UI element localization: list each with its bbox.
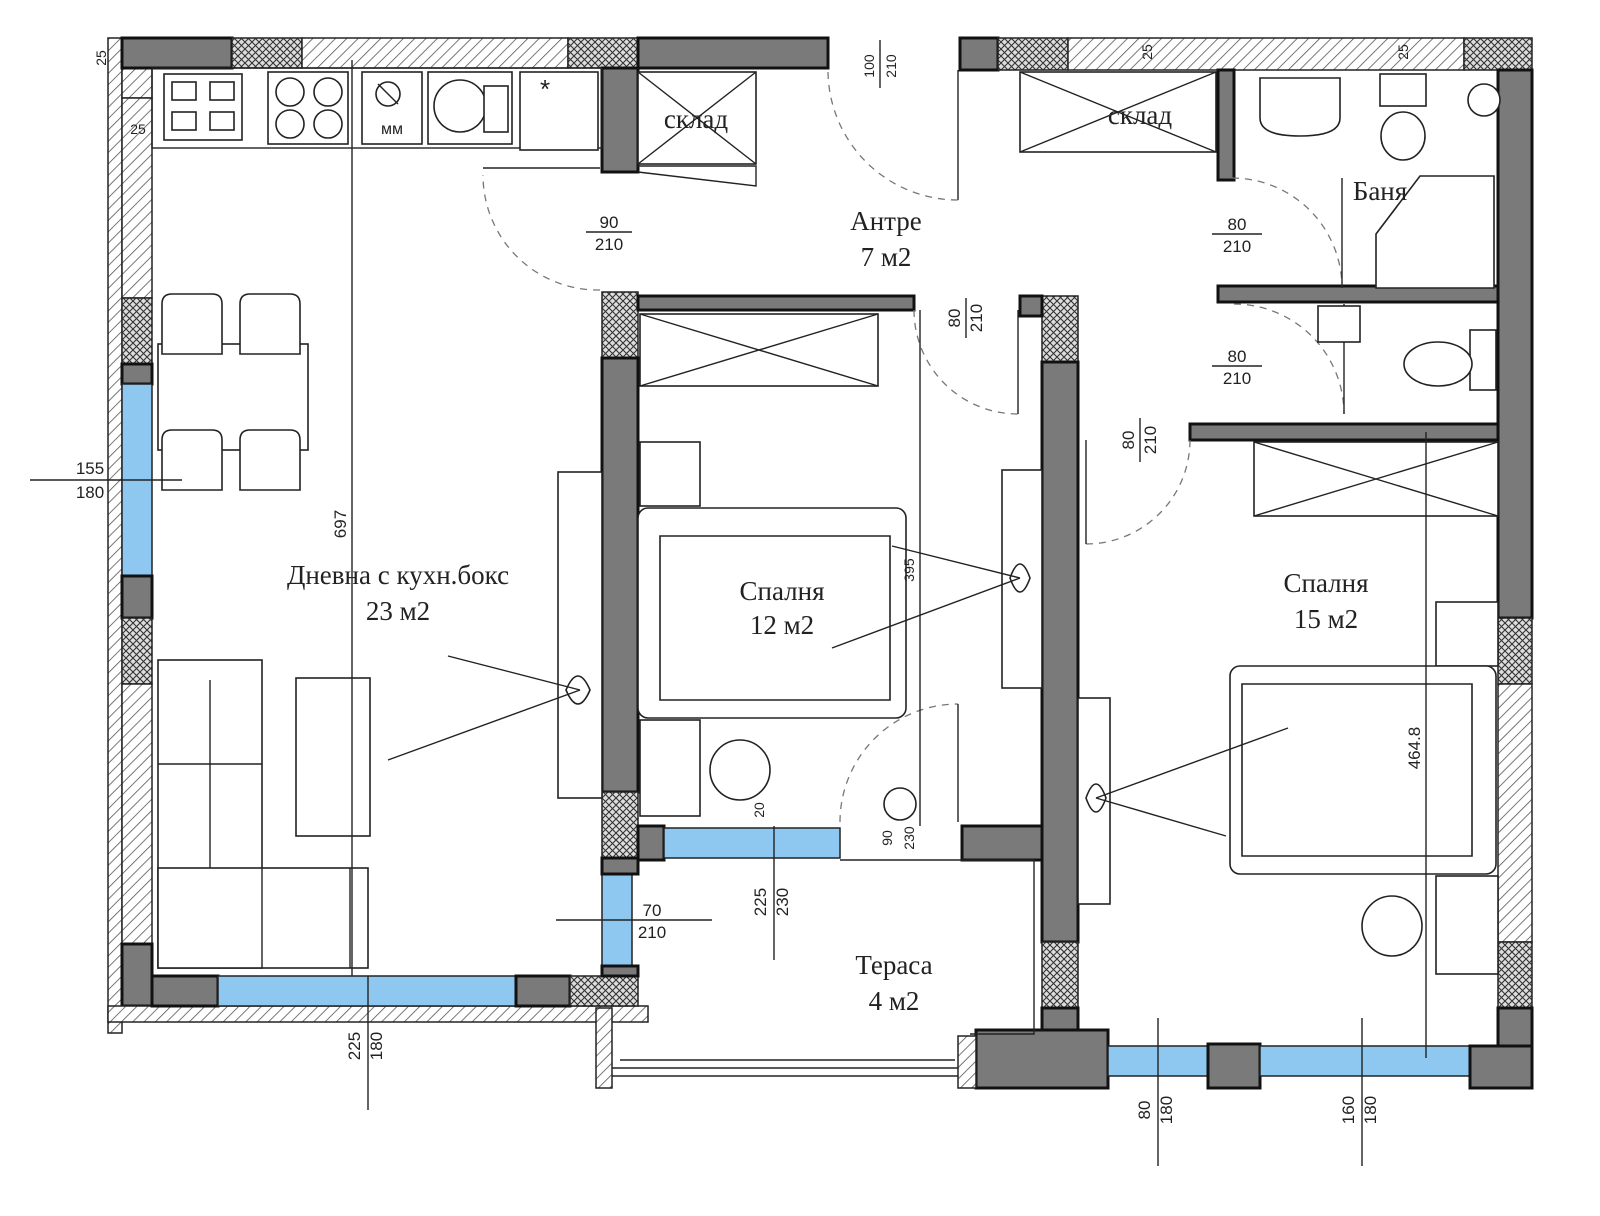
svg-text:210: 210 xyxy=(1223,237,1251,256)
svg-text:80: 80 xyxy=(1228,215,1247,234)
door-dimension-kitchen: 90 210 xyxy=(586,213,632,254)
room-living-area: 23 м2 xyxy=(366,596,430,626)
storage-hall-label: склад xyxy=(664,104,729,134)
dishwasher-label: мм xyxy=(381,121,403,138)
sofa xyxy=(157,659,371,969)
svg-text:180: 180 xyxy=(1157,1096,1176,1124)
dim-sill-20: 20 xyxy=(751,802,767,818)
sink-icon xyxy=(427,71,513,145)
bed1-furniture xyxy=(637,313,917,821)
door-dimension-wc: 80 210 xyxy=(1212,347,1262,388)
external-walls xyxy=(107,36,1534,1090)
room-living-name: Дневна с кухн.бокс xyxy=(287,560,509,590)
door-dimension-bedroom2: 80 210 xyxy=(1119,418,1160,462)
room-hall-area: 7 м2 xyxy=(861,242,912,272)
svg-text:100: 100 xyxy=(861,54,877,78)
dim-bed2-depth: 464.8 xyxy=(1405,727,1424,770)
room-bath-name: Баня xyxy=(1353,176,1407,206)
svg-text:90: 90 xyxy=(600,213,619,232)
svg-text:*: * xyxy=(540,74,550,104)
storage-hall xyxy=(637,71,1217,187)
svg-text:80: 80 xyxy=(1228,347,1247,366)
door-dimension-bedroom1: 80 210 xyxy=(945,298,986,338)
svg-text:160: 160 xyxy=(1339,1096,1358,1124)
door-dimension-terrace-side: 70 210 xyxy=(638,901,666,942)
svg-text:210: 210 xyxy=(883,54,899,78)
svg-text:230: 230 xyxy=(773,888,792,916)
kitchen-counter: мм * xyxy=(151,67,603,151)
svg-text:210: 210 xyxy=(967,304,986,332)
svg-text:210: 210 xyxy=(595,235,623,254)
svg-text:210: 210 xyxy=(1223,369,1251,388)
bed2-furniture xyxy=(1229,441,1499,975)
room-hall-name: Антре xyxy=(850,206,922,236)
room-terrace-name: Тераса xyxy=(855,950,932,980)
svg-text:80: 80 xyxy=(945,309,964,328)
door-dimension-bath: 80 210 xyxy=(1212,215,1262,256)
room-bedroom2-area: 15 м2 xyxy=(1294,604,1358,634)
door-dimension-terrace-b1: 90 230 xyxy=(879,826,917,850)
svg-text:70: 70 xyxy=(643,901,662,920)
cooktop-icon xyxy=(267,71,349,145)
svg-text:180: 180 xyxy=(367,1032,386,1060)
dim-wall-25-b: 25 xyxy=(93,50,109,66)
dim-wall-25-d: 25 xyxy=(1395,44,1411,60)
dim-living-depth: 697 xyxy=(331,510,350,538)
window-dimension-terrace-mid: 225 230 xyxy=(751,888,792,916)
svg-text:225: 225 xyxy=(751,888,770,916)
svg-text:180: 180 xyxy=(76,483,104,502)
svg-text:90: 90 xyxy=(879,830,895,846)
door-swings xyxy=(482,70,1345,823)
svg-text:210: 210 xyxy=(1141,426,1160,454)
room-terrace-area: 4 м2 xyxy=(869,986,920,1016)
door-dimension-entrance: 100 210 xyxy=(861,40,899,88)
dim-wall-25-c: 25 xyxy=(1139,44,1155,60)
terrace-railing xyxy=(595,859,1035,1089)
window-dimension-bed2-right: 160 180 xyxy=(1339,1096,1380,1124)
dining-set xyxy=(157,293,309,491)
room-bedroom1-name: Спалня xyxy=(739,576,824,606)
svg-text:230: 230 xyxy=(901,826,917,850)
storage-bath-label: склад xyxy=(1108,100,1173,130)
dim-wall-25-a: 25 xyxy=(130,121,146,137)
svg-text:80: 80 xyxy=(1119,431,1138,450)
window-dimension-bed2-left: 80 180 xyxy=(1135,1096,1176,1124)
room-bedroom1-area: 12 м2 xyxy=(750,610,814,640)
svg-text:155: 155 xyxy=(76,459,104,478)
dishwasher-icon xyxy=(361,71,423,145)
window-dimension-living-bottom: 225 180 xyxy=(345,1032,386,1060)
svg-text:180: 180 xyxy=(1361,1096,1380,1124)
dim-bed1-depth: 395 xyxy=(901,558,917,582)
svg-text:210: 210 xyxy=(638,923,666,942)
window-dimension-living-left: 155 180 xyxy=(76,459,104,502)
leader-lines xyxy=(30,60,1427,1166)
svg-text:225: 225 xyxy=(345,1032,364,1060)
room-bedroom2-name: Спалня xyxy=(1283,568,1368,598)
fridge-icon: * xyxy=(519,71,599,151)
bathroom-fixtures xyxy=(1259,73,1501,391)
svg-text:80: 80 xyxy=(1135,1101,1154,1120)
